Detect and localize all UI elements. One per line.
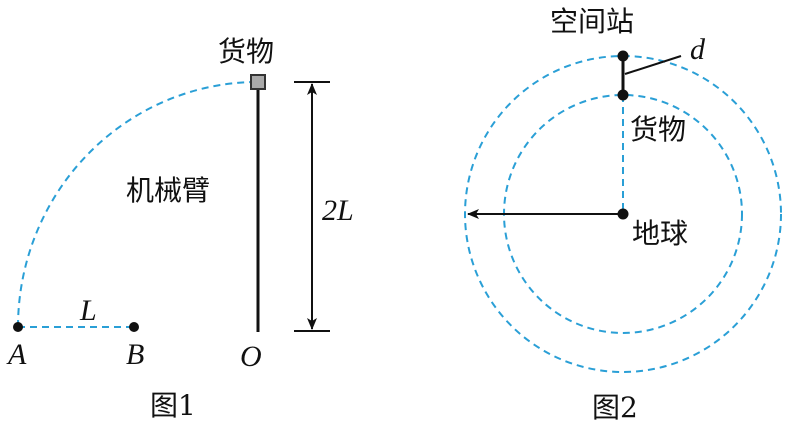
figure1-caption: 图1 bbox=[150, 389, 196, 422]
ab-length-label: L bbox=[80, 294, 97, 327]
cargo-dot bbox=[617, 89, 629, 101]
station-label: 空间站 bbox=[550, 5, 635, 38]
point-a-label: A bbox=[8, 338, 27, 371]
point-o-label: O bbox=[240, 340, 262, 373]
cargo-trajectory-arc bbox=[17, 81, 259, 328]
earth-center-dot bbox=[617, 208, 629, 220]
station-dot bbox=[617, 50, 629, 62]
figure2-caption: 图2 bbox=[592, 391, 638, 424]
earth-label: 地球 bbox=[632, 217, 689, 250]
d-leader-line bbox=[624, 55, 682, 75]
arm-length-label: 2L bbox=[322, 194, 354, 227]
arm-label: 机械臂 bbox=[126, 174, 211, 207]
distance-label: d bbox=[690, 33, 705, 66]
point-a-dot bbox=[13, 322, 23, 332]
point-b-label: B bbox=[126, 338, 145, 371]
cargo-label-fig2: 货物 bbox=[630, 113, 687, 146]
cargo-label-fig1: 货物 bbox=[218, 35, 275, 68]
point-b-dot bbox=[129, 322, 139, 332]
cargo-box bbox=[250, 74, 266, 90]
